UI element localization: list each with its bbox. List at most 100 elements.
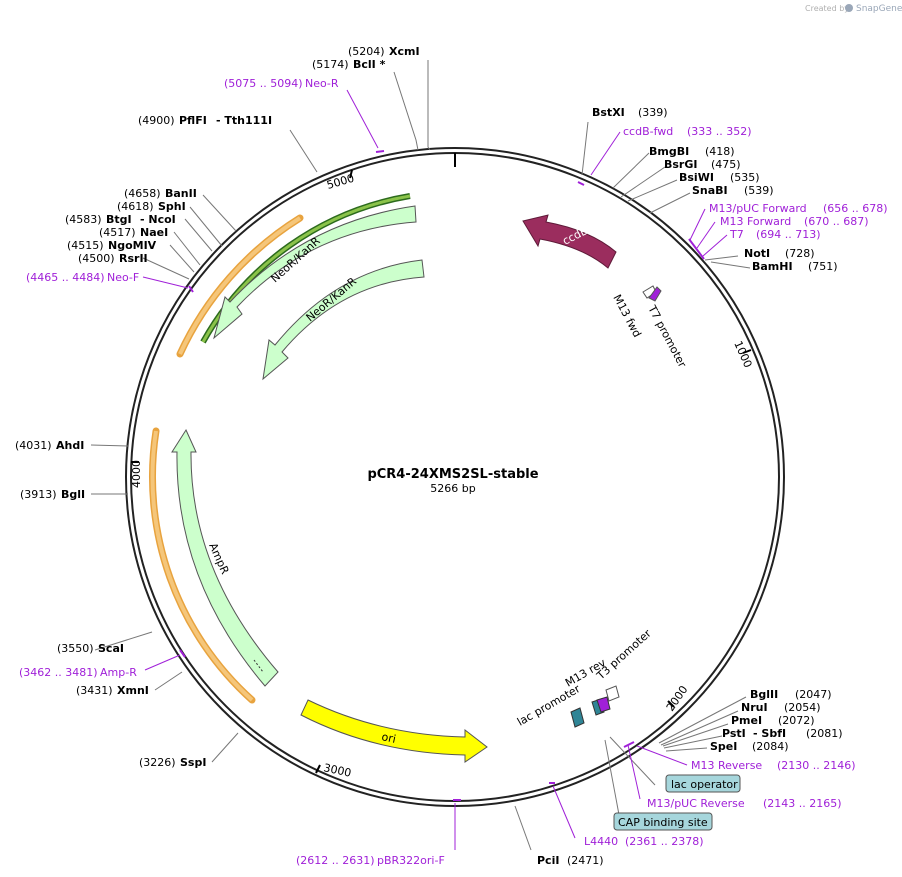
svg-text:XcmI: XcmI xyxy=(389,45,420,58)
enzyme-noti[interactable]: NotI (728) xyxy=(744,247,815,260)
enzyme-nrui[interactable]: NruI (2054) xyxy=(741,701,821,714)
svg-text:(3431): (3431) xyxy=(76,684,113,697)
svg-text:(2054): (2054) xyxy=(784,701,821,714)
enzyme-pcii[interactable]: PciI (2471) xyxy=(537,854,604,867)
tick-2000: 2000 xyxy=(664,683,691,713)
primer-marks xyxy=(179,150,705,801)
svg-text:BanII: BanII xyxy=(165,187,197,200)
svg-text:(2361 .. 2378): (2361 .. 2378) xyxy=(625,835,704,848)
primer-neo-f[interactable]: (4465 .. 4484) Neo-F xyxy=(26,271,139,284)
svg-text:- Tth111I: - Tth111I xyxy=(216,114,272,127)
svg-text:(3550): (3550) xyxy=(57,642,94,655)
primer-neo-r[interactable]: (5075 .. 5094) Neo-R xyxy=(224,77,339,90)
enzyme-banii[interactable]: (4658) BanII xyxy=(124,187,197,200)
primer-pbr322ori-f[interactable]: (2612 .. 2631) pBR322ori-F xyxy=(296,854,445,867)
enzyme-spei[interactable]: SpeI (2084) xyxy=(710,740,789,753)
enzyme-psti[interactable]: PstI - SbfI (2081) xyxy=(722,727,843,740)
svg-text:SnaBI: SnaBI xyxy=(692,184,728,197)
svg-text:NotI: NotI xyxy=(744,247,770,260)
svg-text:NgoMIV: NgoMIV xyxy=(108,239,157,252)
svg-text:BtgI: BtgI xyxy=(106,213,132,226)
svg-text:L4440: L4440 xyxy=(584,835,618,848)
primer-t7[interactable]: T7 (694 .. 713) xyxy=(729,228,821,241)
svg-text:BstXI: BstXI xyxy=(592,106,625,119)
svg-text:RsrII: RsrII xyxy=(119,252,148,265)
svg-text:AhdI: AhdI xyxy=(56,439,84,452)
feature-ccdb[interactable]: ccdB xyxy=(522,214,617,269)
svg-text:BclI *: BclI * xyxy=(353,58,386,71)
svg-text:(2143 .. 2165): (2143 .. 2165) xyxy=(763,797,842,810)
svg-text:SpeI: SpeI xyxy=(710,740,737,753)
svg-text:(418): (418) xyxy=(705,145,735,158)
svg-text:T7: T7 xyxy=(729,228,744,241)
svg-text:(333 .. 352): (333 .. 352) xyxy=(687,125,752,138)
svg-text:(694 .. 713): (694 .. 713) xyxy=(756,228,821,241)
svg-text:T7 promoter: T7 promoter xyxy=(645,302,689,370)
enzyme-bgli[interactable]: (3913) BglI xyxy=(20,488,85,501)
svg-text:M13 Forward: M13 Forward xyxy=(720,215,791,228)
feature-t3-promoter[interactable]: T3 promoter xyxy=(594,627,655,702)
enzyme-bsrgi[interactable]: BsrGI (475) xyxy=(664,158,741,171)
enzyme-xmni[interactable]: (3431) XmnI xyxy=(76,684,149,697)
svg-text:M13/pUC Forward: M13/pUC Forward xyxy=(709,202,807,215)
svg-text:PflFI: PflFI xyxy=(179,114,207,127)
enzyme-pmei[interactable]: PmeI (2072) xyxy=(731,714,815,727)
enzyme-sphi[interactable]: (4618) SphI xyxy=(117,200,186,213)
primer-m13-forward[interactable]: M13 Forward (670 .. 687) xyxy=(720,215,869,228)
primer-m13-puc-reverse[interactable]: M13/pUC Reverse (2143 .. 2165) xyxy=(647,797,842,810)
enzyme-rsrii[interactable]: (4500) RsrII xyxy=(78,252,148,265)
primer-m13-reverse[interactable]: M13 Reverse (2130 .. 2146) xyxy=(691,759,856,772)
box-cap-binding-site[interactable]: CAP binding site xyxy=(613,812,713,831)
enzyme-bglii[interactable]: BglII (2047) xyxy=(750,688,832,701)
svg-text:(2072): (2072) xyxy=(778,714,815,727)
primer-ccdb-fwd[interactable]: ccdB-fwd (333 .. 352) xyxy=(623,125,752,138)
svg-text:(2612 .. 2631): (2612 .. 2631) xyxy=(296,854,375,867)
svg-text:(4900): (4900) xyxy=(138,114,175,127)
svg-text:(475): (475) xyxy=(711,158,741,171)
svg-text:2000: 2000 xyxy=(664,683,691,713)
box-lac-operator[interactable]: lac operator xyxy=(665,774,741,793)
plasmid-name: pCR4-24XMS2SL-stable xyxy=(367,467,538,482)
svg-text:M13 Reverse: M13 Reverse xyxy=(691,759,762,772)
primer-m13-puc-forward[interactable]: M13/pUC Forward (656 .. 678) xyxy=(709,202,888,215)
svg-text:4000: 4000 xyxy=(130,460,143,488)
enzyme-btgi[interactable]: (4583) BtgI - NcoI xyxy=(65,213,176,226)
enzyme-sspi[interactable]: (3226) SspI xyxy=(139,756,206,769)
enzyme-xcmi[interactable]: (5204) XcmI xyxy=(348,45,420,58)
svg-text:SphI: SphI xyxy=(158,200,186,213)
svg-text:ori: ori xyxy=(380,730,397,746)
enzyme-scai[interactable]: (3550) ScaI xyxy=(57,642,124,655)
svg-text:BsiWI: BsiWI xyxy=(679,171,714,184)
svg-text:ScaI: ScaI xyxy=(98,642,124,655)
feature-ori[interactable]: ori xyxy=(300,699,488,763)
svg-text:ccdB-fwd: ccdB-fwd xyxy=(623,125,673,138)
enzyme-ahdi[interactable]: (4031) AhdI xyxy=(15,439,84,452)
feature-ampr[interactable]: AmpR xyxy=(149,427,279,704)
primer-amp-r[interactable]: (3462 .. 3481) Amp-R xyxy=(19,666,137,679)
feature-lac-promoter[interactable]: lac promoter xyxy=(515,682,585,729)
enzyme-pflfi[interactable]: (4900) PflFI - Tth111I xyxy=(138,114,272,127)
svg-text:(3226): (3226) xyxy=(139,756,176,769)
enzyme-bmgbi[interactable]: BmgBI (418) xyxy=(649,145,735,158)
enzyme-snabi[interactable]: SnaBI (539) xyxy=(692,184,774,197)
enzyme-bsiwi[interactable]: BsiWI (535) xyxy=(679,171,760,184)
svg-text:(2081): (2081) xyxy=(806,727,843,740)
svg-text:BglII: BglII xyxy=(750,688,778,701)
svg-text:(751): (751) xyxy=(808,260,838,273)
enzyme-bcli[interactable]: (5174) BclI * xyxy=(312,58,386,71)
enzyme-bamhi[interactable]: BamHI (751) xyxy=(752,260,838,273)
svg-text:PstI: PstI xyxy=(722,727,746,740)
credit-brand: SnapGene xyxy=(856,4,902,14)
svg-text:M13 fwd: M13 fwd xyxy=(610,292,643,339)
svg-text:(2047): (2047) xyxy=(795,688,832,701)
feature-neor-kanr-2[interactable]: NeoR/KanR xyxy=(262,259,425,381)
primer-l4440[interactable]: L4440 (2361 .. 2378) xyxy=(584,835,704,848)
svg-text:- SbfI: - SbfI xyxy=(753,727,786,740)
enzyme-naei[interactable]: (4517) NaeI xyxy=(99,226,168,239)
svg-text:3000: 3000 xyxy=(322,761,352,780)
svg-text:(539): (539) xyxy=(744,184,774,197)
enzyme-bstxi[interactable]: BstXI (339) xyxy=(592,106,668,119)
svg-text:NruI: NruI xyxy=(741,701,768,714)
svg-text:lac operator: lac operator xyxy=(671,778,738,791)
enzyme-ngomiv[interactable]: (4515) NgoMIV xyxy=(67,239,157,252)
